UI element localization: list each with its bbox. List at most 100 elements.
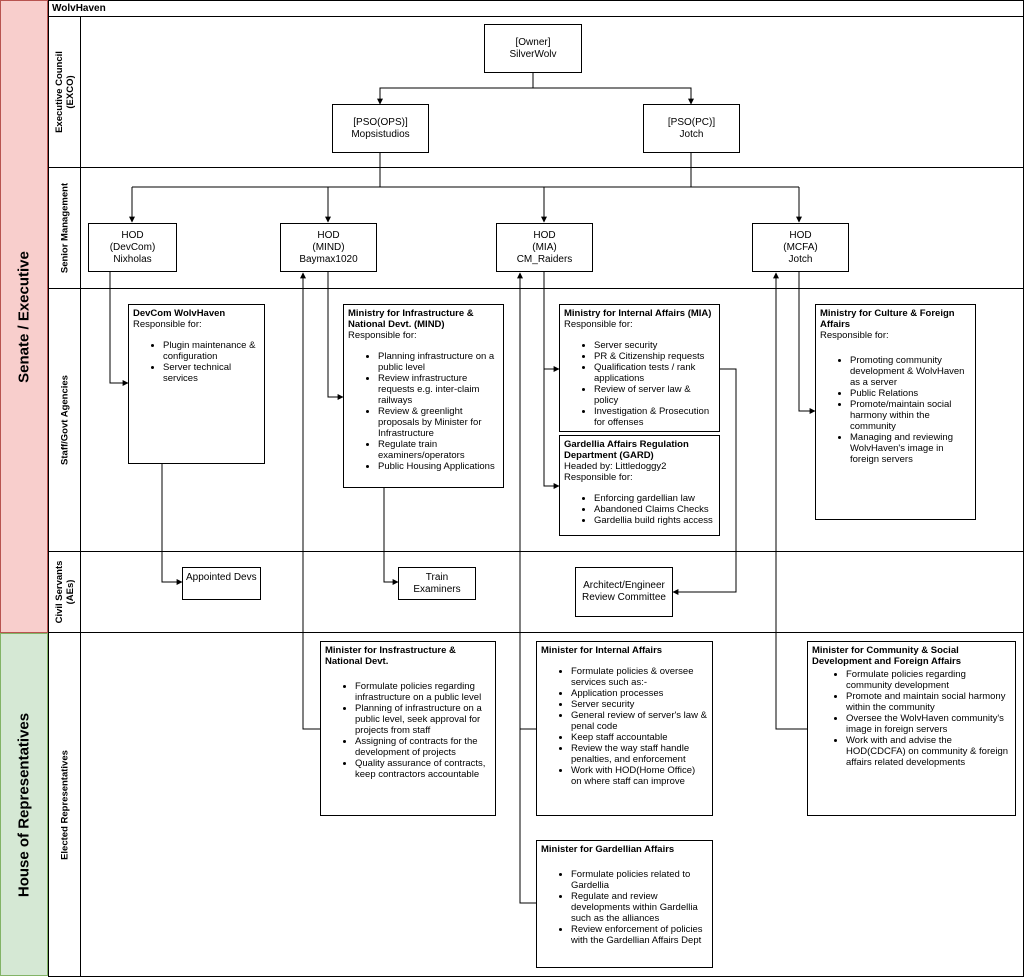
- agency-mind-list: Planning infrastructure on a public leve…: [348, 351, 499, 472]
- pso-ops-node[interactable]: [PSO(OPS)] Mopsistudios: [332, 104, 429, 153]
- minister-internal-title: Minister for Internal Affairs: [541, 645, 663, 656]
- list-item: General review of server's law & penal c…: [571, 710, 708, 732]
- hod-mia-name: CM_Raiders: [516, 253, 573, 265]
- hod-devcom-role: HOD: [121, 229, 144, 241]
- hod-mcfa-role: HOD: [789, 229, 812, 241]
- minister-community-title: Minister for Community & Social Developm…: [812, 645, 962, 667]
- list-item: Server technical services: [163, 362, 260, 384]
- edge-internal-minister-hod: [517, 272, 536, 730]
- list-item: Oversee the WolvHaven community's image …: [846, 713, 1011, 735]
- hod-mind-role: HOD: [317, 229, 340, 241]
- hod-devcom-name: Nixholas: [113, 253, 152, 265]
- pso-ops-role: [PSO(OPS)]: [353, 116, 408, 128]
- agency-mcfa-list: Promoting community development & WolvHa…: [820, 355, 971, 465]
- agency-devcom-box[interactable]: DevCom WolvHaven Responsible for: Plugin…: [128, 304, 265, 464]
- list-item: Formulate policies related to Gardellia: [571, 869, 708, 891]
- appointed-devs-label: Appointed Devs: [186, 572, 257, 583]
- list-item: Regulate train examiners/operators: [378, 439, 499, 461]
- review-committee-label: Architect/Engineer Review Committee: [582, 580, 666, 603]
- minister-infra-title: Minister for Insfrastructure & National …: [325, 645, 456, 667]
- agency-mcfa-box[interactable]: Ministry for Culture & Foreign Affairs R…: [815, 304, 976, 520]
- list-item: Work with and advise the HOD(CDCFA) on c…: [846, 735, 1011, 768]
- list-item: Formulate policies & oversee services su…: [571, 666, 708, 688]
- list-item: Review the way staff handle penalties, a…: [571, 743, 708, 765]
- edge-hod-devcom-agency: [109, 272, 129, 386]
- agency-gard-title: Gardellia Affairs Regulation Department …: [564, 439, 689, 461]
- agency-mcfa-title: Ministry for Culture & Foreign Affairs: [820, 308, 955, 330]
- agency-mia-title: Ministry for Internal Affairs (MIA): [564, 308, 712, 319]
- minister-infra-list: Formulate policies regarding infrastruct…: [325, 681, 491, 780]
- list-item: Enforcing gardellian law: [594, 493, 715, 504]
- hod-mind-unit: (MIND): [312, 241, 345, 253]
- agency-gard-list: Enforcing gardellian law Abandoned Claim…: [564, 493, 715, 526]
- list-item: Assigning of contracts for the developme…: [355, 736, 491, 758]
- edge-community-minister-hod: [773, 272, 807, 730]
- pso-pc-node[interactable]: [PSO(PC)] Jotch: [643, 104, 740, 153]
- list-item: Plugin maintenance & configuration: [163, 340, 260, 362]
- hod-mia-unit: (MIA): [532, 241, 557, 253]
- agency-mcfa-sub: Responsible for:: [820, 330, 889, 341]
- agency-gard-sub: Responsible for:: [564, 472, 633, 483]
- pso-ops-name: Mopsistudios: [351, 128, 410, 140]
- list-item: Managing and reviewing WolvHaven's image…: [850, 432, 971, 465]
- hod-mcfa-name: Jotch: [788, 253, 813, 265]
- owner-node[interactable]: [Owner] SilverWolv: [484, 24, 582, 73]
- list-item: Promoting community development & WolvHa…: [850, 355, 971, 388]
- list-item: Abandoned Claims Checks: [594, 504, 715, 515]
- hod-mcfa-unit: (MCFA): [783, 241, 818, 253]
- agency-mia-sub: Responsible for:: [564, 319, 633, 330]
- owner-role: [Owner]: [515, 36, 551, 48]
- minister-gardellian-list: Formulate policies related to Gardellia …: [541, 869, 708, 946]
- list-item: Keep staff accountable: [571, 732, 708, 743]
- edge-owner-pso-ops: [377, 73, 534, 105]
- train-examiners-label: Train Examiners: [413, 572, 461, 595]
- pso-pc-name: Jotch: [679, 128, 704, 140]
- pso-pc-role: [PSO(PC)]: [667, 116, 716, 128]
- list-item: Review of server law & policy: [594, 384, 715, 406]
- agency-mind-title: Ministry for Infrastructure & National D…: [348, 308, 474, 330]
- review-committee-node[interactable]: Architect/Engineer Review Committee: [575, 567, 673, 617]
- edge-mia-review: [672, 368, 737, 595]
- hod-mcfa-node[interactable]: HOD (MCFA) Jotch: [752, 223, 849, 272]
- hod-devcom-node[interactable]: HOD (DevCom) Nixholas: [88, 223, 177, 272]
- hod-mind-node[interactable]: HOD (MIND) Baymax1020: [280, 223, 377, 272]
- minister-community-box[interactable]: Minister for Community & Social Developm…: [807, 641, 1016, 816]
- list-item: Formulate policies regarding infrastruct…: [355, 681, 491, 703]
- agency-devcom-list: Plugin maintenance & configuration Serve…: [133, 340, 260, 384]
- house-band: House of Representatives: [0, 633, 48, 976]
- list-item: Public Housing Applications: [378, 461, 499, 472]
- edge-hod-mia-gard: [543, 369, 560, 489]
- edge-infra-minister-hod: [300, 272, 320, 730]
- list-item: Review enforcement of policies with the …: [571, 924, 708, 946]
- agency-mia-box[interactable]: Ministry for Internal Affairs (MIA) Resp…: [559, 304, 720, 432]
- edge-mind-train: [383, 488, 399, 585]
- list-item: Work with HOD(Home Office) on where staf…: [571, 765, 708, 787]
- edge-gardellian-minister: [519, 729, 536, 904]
- hod-mia-node[interactable]: HOD (MIA) CM_Raiders: [496, 223, 593, 272]
- list-item: Investigation & Prosecution for offenses: [594, 406, 715, 428]
- minister-internal-box[interactable]: Minister for Internal Affairs Formulate …: [536, 641, 713, 816]
- minister-gardellian-box[interactable]: Minister for Gardellian Affairs Formulat…: [536, 840, 713, 968]
- list-item: Review & greenlight proposals by Ministe…: [378, 406, 499, 439]
- minister-internal-list: Formulate policies & oversee services su…: [541, 666, 708, 787]
- edge-hod-mind-agency: [327, 272, 344, 400]
- agency-devcom-title: DevCom WolvHaven: [133, 308, 226, 319]
- senate-band: Senate / Executive: [0, 0, 48, 633]
- list-item: Gardellia build rights access: [594, 515, 715, 526]
- appointed-devs-node[interactable]: Appointed Devs: [182, 567, 261, 600]
- minister-infra-box[interactable]: Minister for Insfrastructure & National …: [320, 641, 496, 816]
- list-item: Server security: [571, 699, 708, 710]
- train-examiners-node[interactable]: Train Examiners: [398, 567, 476, 600]
- list-item: Review infrastructure requests e.g. inte…: [378, 373, 499, 406]
- edge-hod-mia-agency: [543, 272, 560, 372]
- list-item: PR & Citizenship requests: [594, 351, 715, 362]
- edge-hod-mcfa-agency: [798, 272, 816, 414]
- hod-mind-name: Baymax1020: [299, 253, 358, 265]
- list-item: Formulate policies regarding community d…: [846, 669, 1011, 691]
- list-item: Qualification tests / rank applications: [594, 362, 715, 384]
- list-item: Quality assurance of contracts, keep con…: [355, 758, 491, 780]
- minister-gardellian-title: Minister for Gardellian Affairs: [541, 844, 675, 855]
- agency-mind-box[interactable]: Ministry for Infrastructure & National D…: [343, 304, 504, 488]
- agency-gard-box[interactable]: Gardellia Affairs Regulation Department …: [559, 435, 720, 536]
